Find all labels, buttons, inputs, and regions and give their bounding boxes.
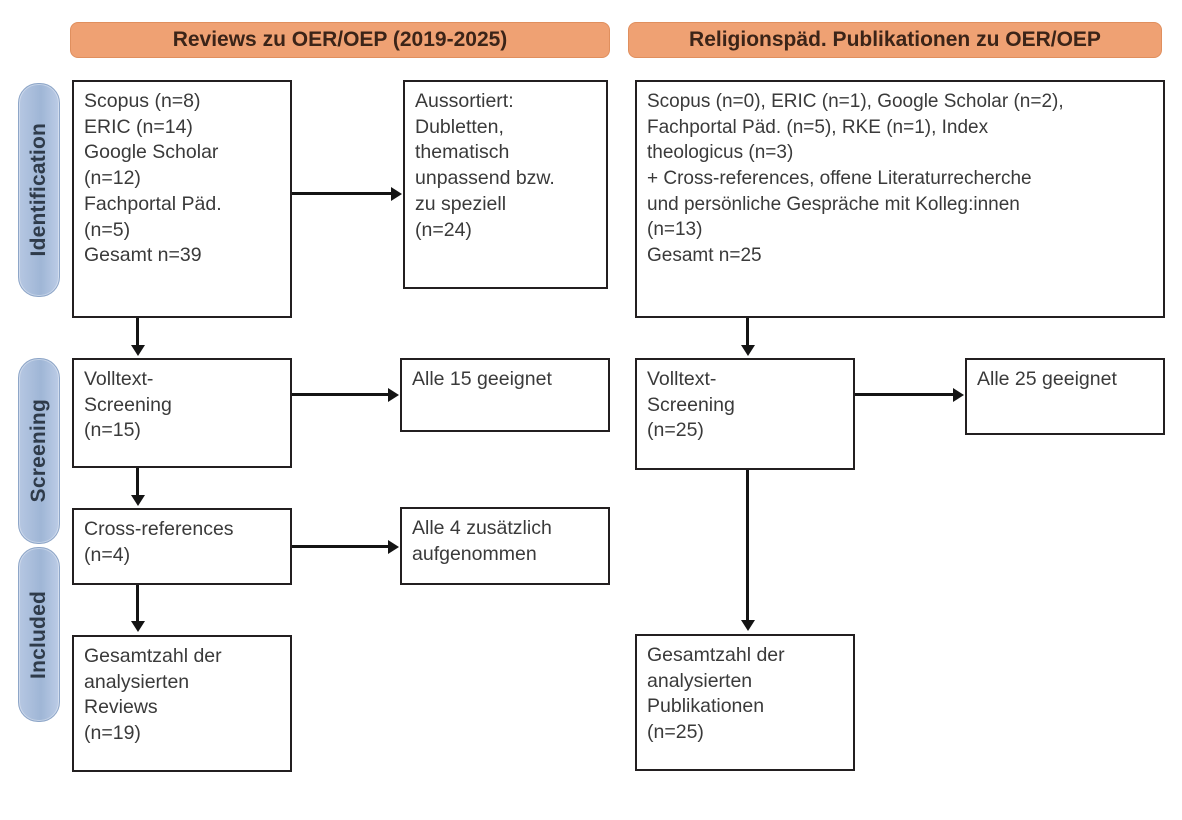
phase-label-included: Included xyxy=(27,590,50,679)
connector-left-sources-to-excluded xyxy=(292,192,392,195)
arrowhead-right-fulltext-to-included xyxy=(740,620,755,631)
connector-left-crossrefs-to-included xyxy=(136,585,139,623)
box-right-fulltext-result: Alle 25 geeignet xyxy=(965,358,1165,435)
phase-bar-identification: Identification xyxy=(18,83,60,297)
box-left-fulltext-screening: Volltext- Screening (n=15) xyxy=(72,358,292,468)
phase-bar-screening: Screening xyxy=(18,358,60,544)
box-right-included-total: Gesamtzahl der analysierten Publikatione… xyxy=(635,634,855,771)
arrowhead-left-crossrefs-to-result xyxy=(388,539,399,554)
column-header-publications-label: Religionspäd. Publikationen zu OER/OEP xyxy=(689,28,1101,51)
connector-left-sources-to-fulltext xyxy=(136,318,139,347)
box-left-included-total: Gesamtzahl der analysierten Reviews (n=1… xyxy=(72,635,292,772)
phase-label-identification: Identification xyxy=(27,123,50,257)
box-left-crossrefs: Cross-references (n=4) xyxy=(72,508,292,585)
phase-bar-included: Included xyxy=(18,547,60,722)
arrowhead-left-sources-to-fulltext xyxy=(130,345,145,356)
column-header-publications: Religionspäd. Publikationen zu OER/OEP xyxy=(628,22,1162,58)
box-right-identification-sources: Scopus (n=0), ERIC (n=1), Google Scholar… xyxy=(635,80,1165,318)
box-left-fulltext-result: Alle 15 geeignet xyxy=(400,358,610,432)
column-header-reviews-label: Reviews zu OER/OEP (2019-2025) xyxy=(172,28,508,51)
arrowhead-right-sources-to-fulltext xyxy=(740,345,755,356)
box-right-fulltext-screening: Volltext- Screening (n=25) xyxy=(635,358,855,470)
arrowhead-left-sources-to-excluded xyxy=(391,186,402,201)
box-left-excluded: Aussortiert: Dubletten, thematisch unpas… xyxy=(403,80,608,289)
connector-left-fulltext-to-crossrefs xyxy=(136,468,139,497)
arrowhead-left-crossrefs-to-included xyxy=(130,621,145,632)
connector-left-fulltext-to-result xyxy=(292,393,389,396)
box-left-crossrefs-result: Alle 4 zusätzlich aufgenommen xyxy=(400,507,610,585)
column-header-reviews: Reviews zu OER/OEP (2019-2025) xyxy=(70,22,610,58)
connector-right-sources-to-fulltext xyxy=(746,318,749,347)
arrowhead-left-fulltext-to-crossrefs xyxy=(130,495,145,506)
arrowhead-right-fulltext-to-result xyxy=(953,387,964,402)
connector-right-fulltext-to-included xyxy=(746,470,749,622)
arrowhead-left-fulltext-to-result xyxy=(388,387,399,402)
phase-label-screening: Screening xyxy=(27,399,50,503)
connector-right-fulltext-to-result xyxy=(855,393,954,396)
box-left-identification-sources: Scopus (n=8) ERIC (n=14) Google Scholar … xyxy=(72,80,292,318)
connector-left-crossrefs-to-result xyxy=(292,545,389,548)
